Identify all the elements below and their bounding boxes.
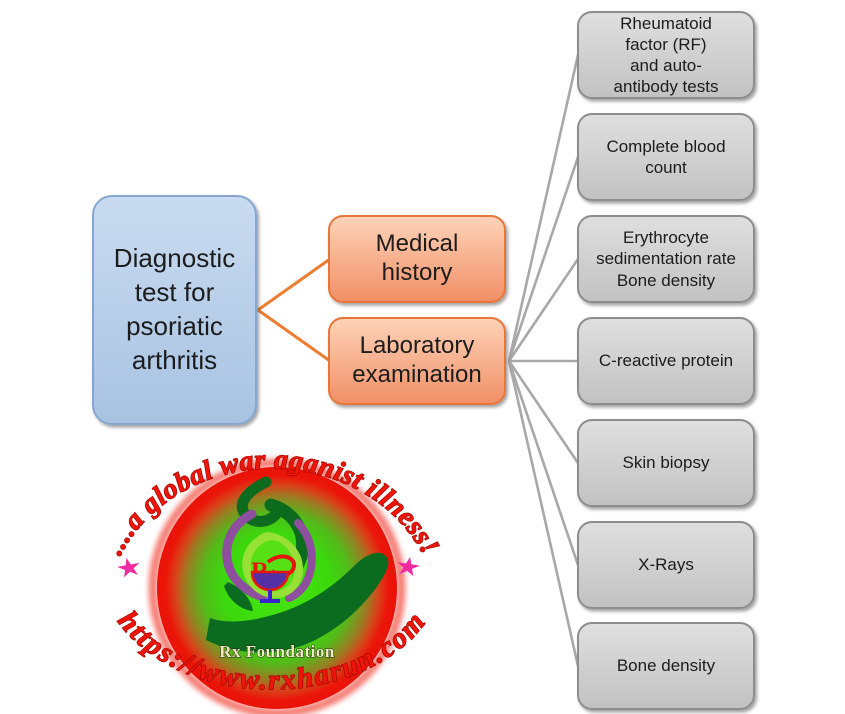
hand-icon <box>206 552 389 653</box>
connector-test-7 <box>507 360 580 667</box>
node-test-x-rays: X-Rays <box>577 521 755 609</box>
node-test-bone-density: Bone density <box>577 622 755 710</box>
connector-test-1 <box>507 54 580 362</box>
node-test-skin-biopsy: Skin biopsy <box>577 419 755 507</box>
star-icons <box>117 556 420 578</box>
connector-test-2 <box>507 156 580 362</box>
star-icon-left <box>117 558 140 578</box>
connector-test-5 <box>507 360 580 464</box>
node-test-c-reactive-protein: C-reactive protein <box>577 317 755 405</box>
orb-glow <box>148 458 406 714</box>
node-root-diagnostic-test: Diagnostic test for psoriatic arthritis <box>92 195 257 425</box>
root-branch-connectors <box>257 257 331 363</box>
connector-test-3 <box>507 258 580 362</box>
star-icon-right <box>397 556 420 577</box>
rx-cup-icon: R <box>250 554 296 603</box>
node-test-complete-blood-count: Complete blood count <box>577 113 755 201</box>
lab-test-connectors <box>507 54 580 667</box>
connector-medical-history <box>257 257 331 312</box>
node-laboratory-examination: Laboratory examination <box>328 317 506 405</box>
node-test-rheumatoid-factor: Rheumatoid factor (RF) and auto- antibod… <box>577 11 755 99</box>
node-medical-history: Medical history <box>328 215 506 303</box>
connector-laboratory <box>257 308 331 363</box>
node-test-esr-bone-density: Erythrocyte sedimentation rate Bone dens… <box>577 215 755 303</box>
foundation-name: Rx Foundation <box>219 642 335 661</box>
connector-test-6 <box>507 360 580 566</box>
rx-foundation-logo: R Rx Foundation ....a global war aganist… <box>98 444 445 714</box>
